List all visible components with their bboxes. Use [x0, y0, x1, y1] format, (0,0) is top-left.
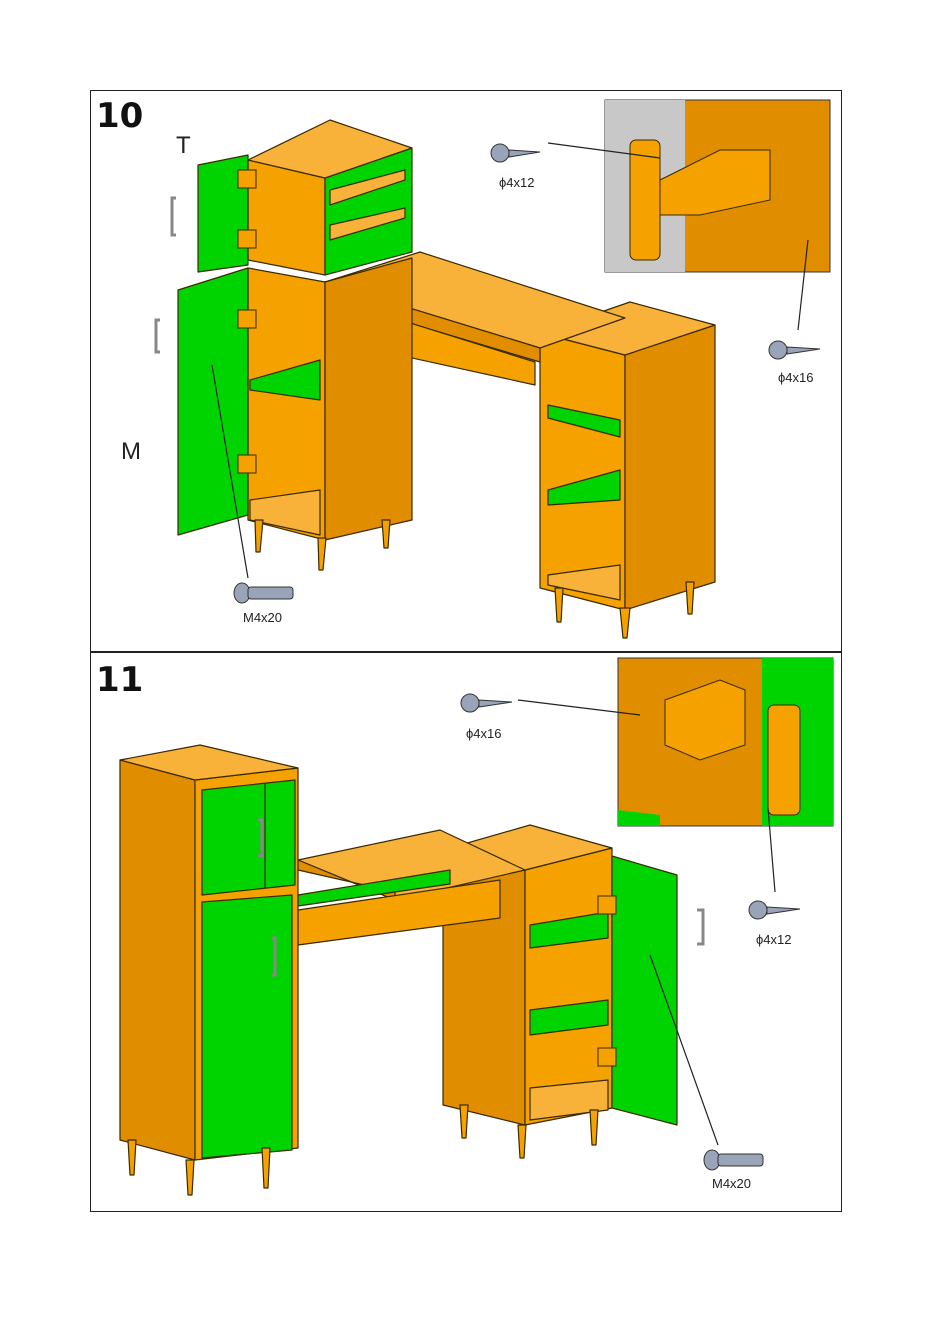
screw-label-4x16: ϕ4x16 [466, 726, 501, 741]
handle-icon [156, 320, 160, 352]
right-cabinet-side [625, 325, 715, 610]
hinge-icon [238, 310, 256, 328]
middle-cabinet-side [325, 258, 412, 540]
hinge-detail-inset-10 [605, 100, 830, 272]
bolt-icon [234, 583, 293, 603]
hinge-icon [238, 170, 256, 188]
screw-label-4x12: ϕ4x12 [756, 932, 791, 947]
middle-cabinet-door [178, 268, 248, 535]
hinge-icon [238, 455, 256, 473]
step-number-11: 11 [96, 660, 143, 700]
top-cabinet-inner [248, 160, 325, 275]
handle-icon [172, 198, 176, 235]
bolt-label-m4x20: M4x20 [712, 1176, 751, 1191]
hinge-icon [238, 230, 256, 248]
step-10-illustration [0, 0, 932, 660]
